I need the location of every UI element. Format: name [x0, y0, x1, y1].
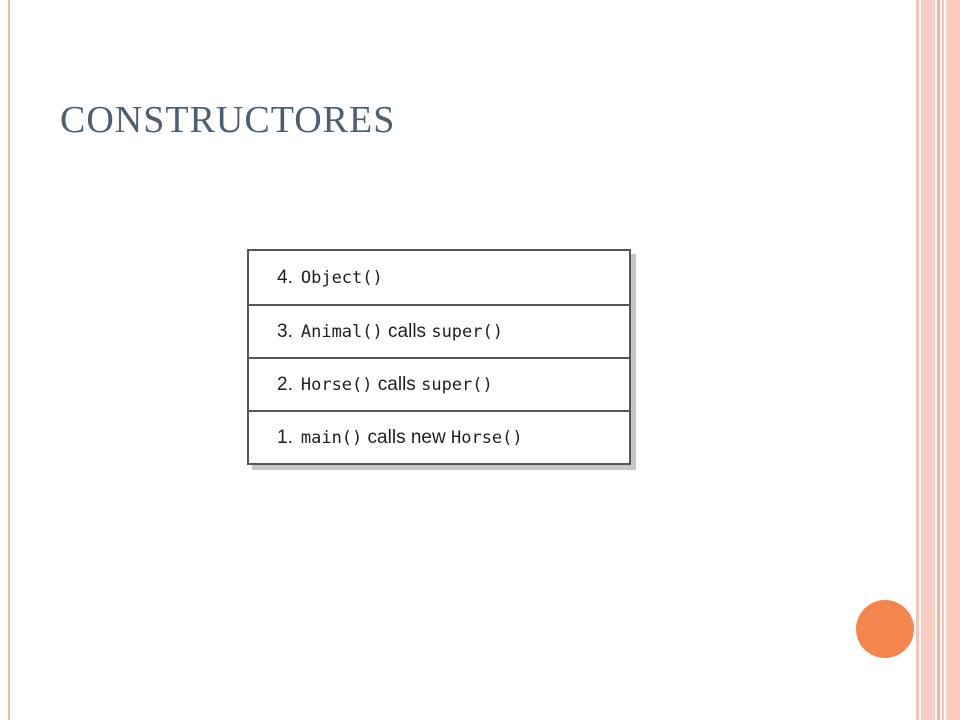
code-token: Horse()	[300, 374, 373, 395]
code-token: super()	[421, 374, 493, 395]
stack-row-text: calls	[372, 373, 422, 395]
code-token: Horse()	[450, 427, 523, 448]
call-stack-diagram: 4. Object() 3. Animal() calls super() 2. Hors…	[247, 249, 631, 465]
right-decorative-stripes	[916, 0, 960, 720]
call-stack-row: 3. Animal() calls super()	[249, 304, 629, 357]
call-stack-row: 4. Object()	[249, 251, 629, 304]
code-token: main()	[300, 427, 363, 448]
code-token: super()	[431, 321, 503, 342]
stack-row-number: 2.	[277, 373, 293, 395]
left-border-line	[8, 0, 10, 720]
stripe	[916, 0, 919, 720]
stripe	[942, 0, 944, 720]
code-token: Animal()	[300, 321, 383, 342]
slide-title: CONSTRUCTORES	[60, 99, 396, 141]
call-stack-row: 1. main() calls new Horse()	[249, 410, 629, 463]
stack-row-text: calls	[382, 320, 432, 342]
stack-row-number: 3.	[277, 320, 293, 342]
call-stack-row: 2. Horse() calls super()	[249, 357, 629, 410]
stack-row-number: 4.	[277, 266, 293, 288]
stripe	[946, 0, 960, 720]
stack-row-number: 1.	[277, 426, 293, 448]
stack-row-text: calls new	[362, 426, 451, 448]
stripe	[937, 0, 940, 720]
accent-circle	[856, 600, 914, 658]
stripe	[921, 0, 935, 720]
code-token: Object()	[300, 267, 383, 288]
